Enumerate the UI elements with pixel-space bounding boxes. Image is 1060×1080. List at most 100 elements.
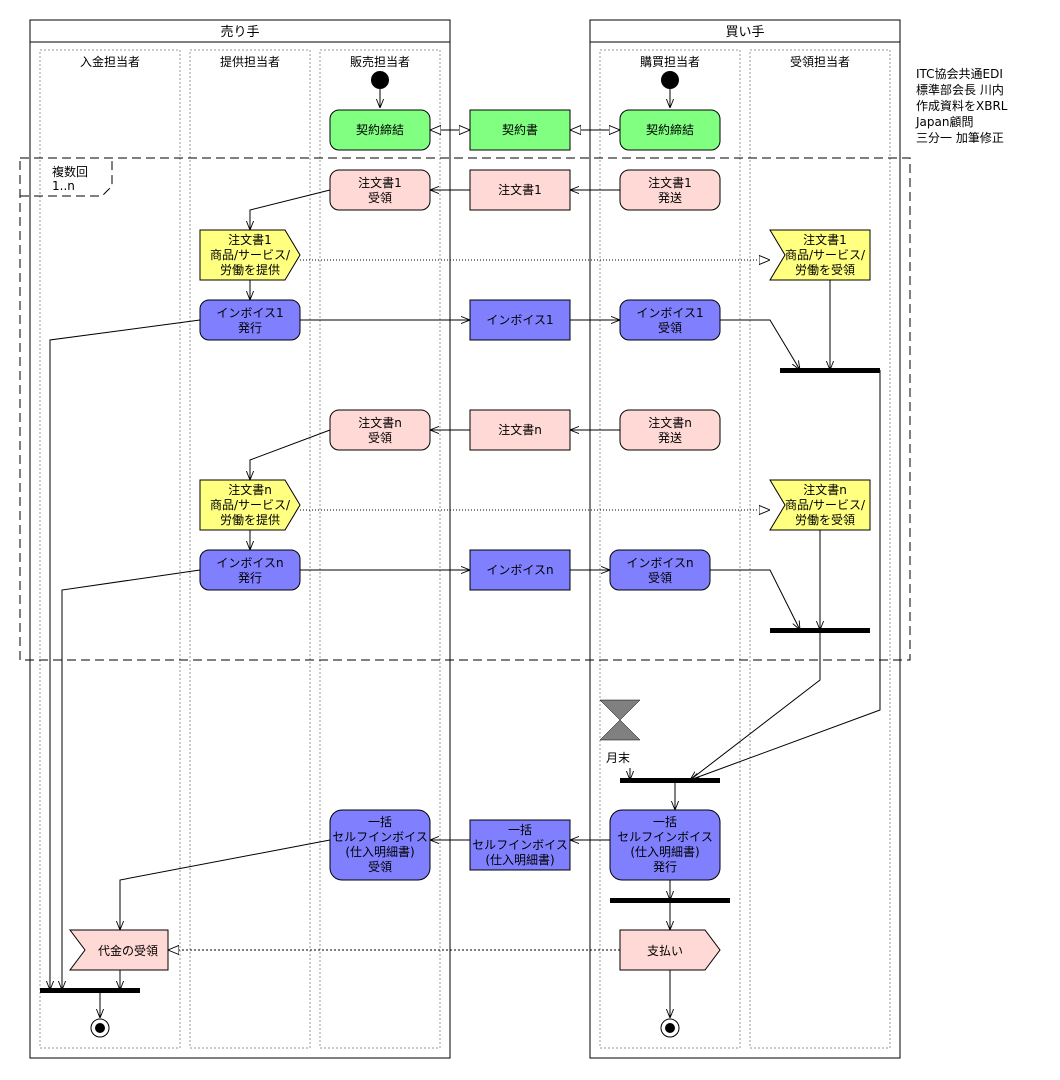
node-ordern-send[interactable]: 注文書n 発送	[619, 409, 721, 451]
lane-payment	[39, 49, 181, 1049]
author-note-line: ITC協会共通EDI	[916, 66, 1003, 81]
node-label: 商品/サービス/	[785, 247, 866, 262]
accept-signal-ordern-receive[interactable]: 注文書n 商品/サービス/ 労働を受領	[769, 479, 871, 531]
node-invoice1-issue[interactable]: インボイス1 発行	[199, 299, 301, 341]
start-node-buyer	[661, 71, 679, 89]
node-label: 一括	[368, 814, 392, 829]
node-label: 商品/サービス/	[210, 247, 291, 262]
send-signal-ordern-provide[interactable]: 注文書n 商品/サービス/ 労働を提供	[199, 479, 301, 531]
node-order1-receive[interactable]: 注文書1 受領	[329, 169, 431, 211]
node-label: 一括	[653, 814, 677, 829]
node-label: 注文書n	[358, 415, 402, 430]
loop-label-line: 1..n	[52, 179, 75, 193]
node-contract-buyer[interactable]: 契約締結	[619, 109, 721, 151]
lane-purchase	[599, 49, 741, 1049]
join-bar-seller-final	[40, 988, 140, 993]
accept-signal-order1-receive[interactable]: 注文書1 商品/サービス/ 労働を受領	[769, 229, 871, 281]
node-label: 商品/サービス/	[210, 497, 291, 512]
author-note: ITC協会共通EDI 標準部会長 川内 作成資料をXBRL Japan顧問 三分…	[915, 66, 1008, 145]
node-label: 注文書1	[648, 175, 692, 190]
author-note-line: 作成資料をXBRL	[916, 99, 1008, 113]
node-label: 契約締結	[356, 122, 404, 137]
lane-receiving	[749, 49, 891, 1049]
loop-region	[19, 157, 911, 661]
node-label: インボイスn	[216, 556, 283, 570]
node-label: 支払い	[647, 944, 683, 958]
node-label: セルフインボイス	[617, 830, 713, 844]
object-self-invoice-document[interactable]: 一括 セルフインボイス (仕入明細書)	[469, 819, 571, 871]
accept-signal-payment-receipt[interactable]: 代金の受領	[69, 929, 169, 971]
pool-buyer-title: 買い手	[725, 25, 764, 40]
lane-receiving-title: 受領担当者	[790, 54, 850, 69]
object-contract-document[interactable]: 契約書	[469, 109, 571, 151]
edge	[250, 189, 331, 230]
end-node-seller	[90, 1018, 110, 1038]
edge	[690, 630, 821, 780]
lane-payment-title: 入金担当者	[80, 54, 140, 69]
node-label: 発行	[238, 571, 262, 585]
node-label: 契約締結	[646, 122, 694, 137]
node-order1-send[interactable]: 注文書1 発送	[619, 169, 721, 211]
node-label: セルフインボイス	[332, 830, 428, 844]
lane-provider	[189, 49, 311, 1049]
node-label: 注文書1	[803, 232, 847, 247]
node-label: 注文書n	[498, 422, 542, 437]
node-label: インボイスn	[486, 563, 553, 577]
edge	[720, 319, 800, 370]
node-label: (仕入明細書)	[630, 845, 699, 859]
lane-provider-title: 提供担当者	[220, 54, 280, 69]
pool-seller	[29, 19, 451, 1059]
author-note-line: Japan顧問	[915, 114, 973, 129]
send-signal-order1-provide[interactable]: 注文書1 商品/サービス/ 労働を提供	[199, 229, 301, 281]
loop-label-line: 複数回	[52, 164, 88, 179]
node-label: 注文書1	[498, 182, 542, 197]
node-label: 受領	[368, 430, 392, 445]
node-label: インボイス1	[216, 306, 283, 320]
node-label: (仕入明細書)	[345, 845, 414, 859]
node-label: 労働を提供	[220, 512, 280, 527]
object-invoicen-document[interactable]: インボイスn	[469, 549, 571, 591]
node-label: 代金の受領	[98, 943, 158, 958]
pool-seller-title: 売り手	[220, 24, 259, 40]
node-ordern-receive[interactable]: 注文書n 受領	[329, 409, 431, 451]
object-ordern-document[interactable]: 注文書n	[469, 409, 571, 451]
month-end-label: 月末	[606, 751, 630, 765]
lane-purchase-title: 購買担当者	[640, 55, 700, 69]
edge	[690, 370, 881, 780]
node-label: セルフインボイス	[472, 838, 568, 852]
hourglass-icon	[599, 699, 641, 741]
pool-buyer	[589, 19, 901, 1059]
loop-label-tab	[20, 158, 113, 197]
node-contract-seller[interactable]: 契約締結	[329, 109, 431, 151]
node-invoicen-issue[interactable]: インボイスn 発行	[199, 549, 301, 591]
node-label: 受領	[368, 190, 392, 205]
node-self-invoice-receive[interactable]: 一括 セルフインボイス (仕入明細書) 受領	[329, 809, 431, 881]
node-label: 注文書1	[358, 175, 402, 190]
node-label: 注文書1	[228, 232, 272, 247]
start-node-seller	[371, 71, 389, 89]
node-label: 受領	[368, 859, 392, 874]
join-bar-month-end	[620, 778, 720, 783]
node-label: 商品/サービス/	[785, 497, 866, 512]
node-label: 発行	[238, 321, 262, 335]
edge	[250, 429, 331, 480]
node-self-invoice-issue[interactable]: 一括 セルフインボイス (仕入明細書) 発行	[609, 809, 721, 881]
edge	[50, 319, 201, 990]
node-label: 受領	[658, 320, 682, 335]
fork-bar-after-self-invoice	[610, 898, 730, 903]
node-invoice1-receive[interactable]: インボイス1 受領	[619, 299, 721, 341]
edge	[62, 569, 201, 990]
node-invoicen-receive[interactable]: インボイスn 受領	[609, 549, 711, 591]
author-note-line: 三分一 加筆修正	[916, 130, 1004, 145]
edge	[120, 839, 331, 930]
node-label: 契約書	[502, 122, 538, 137]
node-label: 注文書n	[648, 415, 692, 430]
send-signal-payment[interactable]: 支払い	[619, 929, 721, 971]
object-order1-document[interactable]: 注文書1	[469, 169, 571, 211]
node-label: 発行	[653, 860, 677, 874]
node-label: 労働を提供	[220, 262, 280, 277]
object-invoice1-document[interactable]: インボイス1	[469, 299, 571, 341]
node-label: 発送	[658, 190, 682, 205]
join-bar-order1	[780, 368, 880, 373]
